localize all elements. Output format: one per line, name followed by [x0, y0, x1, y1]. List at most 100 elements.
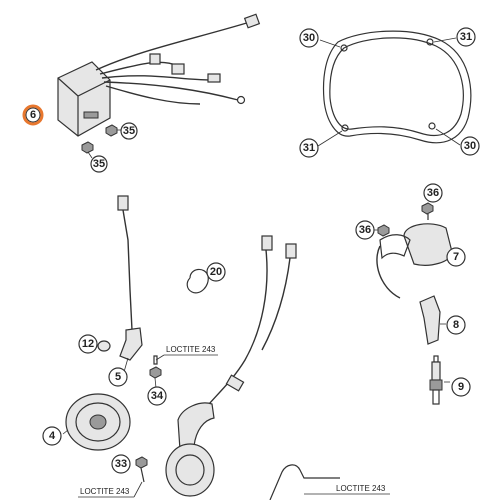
bolt-head	[81, 141, 94, 154]
callout-ring	[147, 386, 167, 406]
gasket-hole-right-bottom	[428, 122, 436, 130]
spark-plug	[429, 355, 443, 405]
callout-ring	[460, 136, 480, 156]
callout-ring	[78, 334, 98, 354]
cdi-connector	[83, 111, 99, 119]
cdi-unit-edge	[57, 77, 111, 136]
ignition-cover-gasket-inner	[329, 37, 464, 137]
callout-35-lower: 35	[90, 155, 108, 173]
harness-ring-terminal	[236, 95, 246, 105]
stator-cable	[195, 249, 268, 421]
callout-ring	[456, 27, 476, 47]
callout-36-left: 36	[355, 220, 375, 240]
callout-label: 35	[93, 158, 105, 170]
harness-wire-1	[95, 21, 251, 71]
harness-wire-4	[103, 81, 239, 101]
callout-ring	[42, 426, 62, 446]
leader-line	[319, 39, 341, 48]
harness-connector-right	[207, 73, 221, 83]
callout-label: 6	[30, 109, 36, 121]
callout-4: 4	[42, 426, 62, 446]
loctite-note-bottom-right: LOCTITE 243	[304, 484, 390, 495]
callout-ring	[206, 262, 226, 282]
leader-line	[62, 429, 69, 435]
flywheel-hub	[89, 414, 107, 430]
harness-connector-plug	[171, 63, 185, 75]
callout-ring	[355, 220, 375, 240]
bolt-head	[421, 202, 434, 215]
ignition-coil	[376, 223, 453, 299]
callout-label: 30	[303, 32, 315, 44]
callout-label: 20	[210, 266, 222, 278]
callout-ring	[299, 28, 319, 48]
callout-20: 20	[206, 262, 226, 282]
stator-bracket	[177, 402, 215, 451]
callout-label: 34	[151, 390, 164, 402]
gasket-hole-right-top	[426, 38, 434, 46]
note-label: LOCTITE 243	[336, 484, 386, 493]
callout-ring	[108, 367, 128, 387]
bolt-36-left	[374, 224, 390, 237]
stator-coil	[165, 443, 215, 497]
stator-cable-2	[261, 257, 291, 351]
loctite-note-bottom-left: LOCTITE 243	[78, 481, 143, 498]
harness-wire-3	[101, 75, 211, 81]
harness-connector-top	[243, 13, 261, 29]
leader-line	[154, 377, 157, 389]
screw-34-washer	[153, 355, 158, 365]
callout-label: 31	[303, 142, 315, 154]
callout-label: 4	[49, 430, 56, 442]
callout-33: 33	[111, 454, 131, 474]
callout-ring	[446, 315, 466, 335]
bolt-head	[377, 224, 390, 237]
coil-bracket	[379, 234, 411, 260]
stator-assembly	[165, 235, 297, 497]
stator-connector-1	[261, 235, 273, 251]
callout-ring	[120, 122, 138, 140]
callout-7: 7	[446, 247, 466, 267]
bolt-head	[105, 124, 118, 137]
callout-36-upper: 36	[423, 183, 443, 203]
stator-coil-inner	[175, 454, 205, 486]
screw-head	[135, 456, 148, 469]
screw-33	[135, 456, 148, 483]
leader-line	[433, 37, 457, 43]
callout-label: 7	[453, 251, 459, 263]
plug-hex	[429, 379, 443, 391]
callout-ring	[25, 107, 41, 123]
bolt-35-lower	[81, 141, 94, 159]
callout-30-upper: 30	[299, 28, 319, 48]
flywheel	[65, 393, 131, 451]
callout-label: 36	[427, 187, 439, 199]
callout-ring	[299, 138, 319, 158]
callout-ring	[90, 155, 108, 173]
harness-wire-5	[105, 85, 201, 105]
callout-ring	[111, 454, 131, 474]
bolt-35-upper	[105, 124, 122, 137]
gasket-hole-left	[340, 44, 348, 52]
loctite-note-top: LOCTITE 243	[155, 345, 218, 361]
callout-34: 34	[147, 386, 167, 406]
hose-clamp	[186, 268, 209, 294]
coil-body	[403, 223, 453, 266]
callout-label: 12	[82, 338, 94, 350]
screw-34	[149, 366, 162, 389]
callout-5: 5	[108, 367, 128, 387]
callout-35-upper: 35	[120, 122, 138, 140]
ignition-cover-gasket	[322, 30, 472, 144]
callout-ring	[446, 247, 466, 267]
callout-ring	[451, 377, 471, 397]
plug-thread	[432, 389, 440, 405]
grommet	[97, 340, 111, 352]
stator-grommet	[225, 374, 245, 392]
leader-line	[133, 481, 143, 498]
leader-line	[317, 130, 343, 147]
stator-connector-2	[285, 243, 297, 259]
callout-12: 12	[78, 334, 98, 354]
note-label: LOCTITE 243	[166, 345, 216, 354]
screw-head	[149, 366, 162, 379]
screw-shaft	[140, 467, 145, 483]
callout-label: 31	[460, 31, 472, 43]
leader-line	[123, 357, 129, 373]
pickup-sensor-body	[119, 327, 143, 361]
